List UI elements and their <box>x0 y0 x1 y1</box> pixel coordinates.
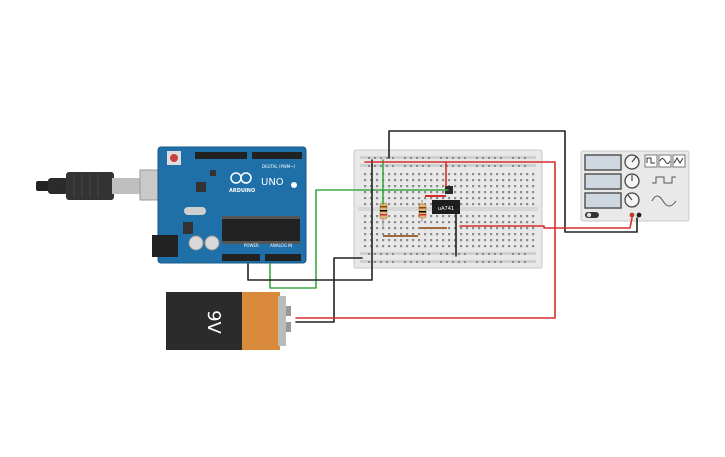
wire-red-battery[interactable] <box>295 161 556 319</box>
capacitor-left <box>188 235 204 251</box>
battery-body <box>166 292 244 350</box>
power-header-label: POWER <box>244 243 259 248</box>
op-amp-label: uA741 <box>438 206 454 212</box>
arduino-uno-board[interactable]: DIGITAL (PWM~) ARDUINO UNO POWER ANALOG … <box>152 146 307 264</box>
arduino-model-label: UNO <box>261 177 284 188</box>
oscilloscope[interactable] <box>580 150 690 222</box>
scope-display-3 <box>584 192 622 209</box>
mounting-hole <box>291 182 297 188</box>
battery-label-band <box>242 292 280 350</box>
wire-black-scope[interactable] <box>388 130 638 233</box>
battery-terminals-cap <box>278 296 286 346</box>
scope-terminal-negative[interactable] <box>636 212 642 218</box>
wire-black-battery[interactable] <box>295 257 363 323</box>
reset-button-cap <box>170 154 178 162</box>
sine-wave-preview <box>651 195 677 207</box>
battery-9v[interactable]: 9V <box>166 292 291 350</box>
resistor-2[interactable] <box>418 200 427 222</box>
digital-header-label: DIGITAL (PWM~) <box>262 164 296 169</box>
power-header <box>222 254 260 261</box>
battery-terminal-positive[interactable] <box>286 306 291 316</box>
voltage-regulator <box>183 222 193 234</box>
wire-black-ground[interactable] <box>247 159 373 281</box>
power-jack[interactable] <box>152 235 178 257</box>
scope-display-2 <box>584 173 622 190</box>
usb-interface-chip <box>196 182 206 192</box>
arduino-brand-label: ARDUINO <box>229 188 255 194</box>
digital-header-right <box>252 152 302 159</box>
capacitor-small[interactable] <box>445 186 453 194</box>
analog-header-label: ANALOG IN <box>270 243 292 248</box>
digital-header-left <box>195 152 247 159</box>
op-amp-chip[interactable]: uA741 <box>432 200 460 214</box>
capacitor-right <box>204 235 220 251</box>
battery-voltage-label: 9V <box>203 310 224 334</box>
arduino-logo <box>230 172 252 184</box>
analog-header <box>265 254 301 261</box>
scope-terminal-positive[interactable] <box>629 212 635 218</box>
crystal-oscillator <box>184 207 206 215</box>
wires <box>247 130 638 323</box>
square-wave-preview <box>652 176 676 184</box>
usb-cable[interactable] <box>36 169 171 201</box>
wire-red-scope[interactable] <box>459 217 633 229</box>
battery-terminal-negative[interactable] <box>286 322 291 332</box>
small-chip <box>210 170 216 176</box>
atmega-microcontroller <box>222 219 300 241</box>
scope-display-1 <box>584 154 622 171</box>
